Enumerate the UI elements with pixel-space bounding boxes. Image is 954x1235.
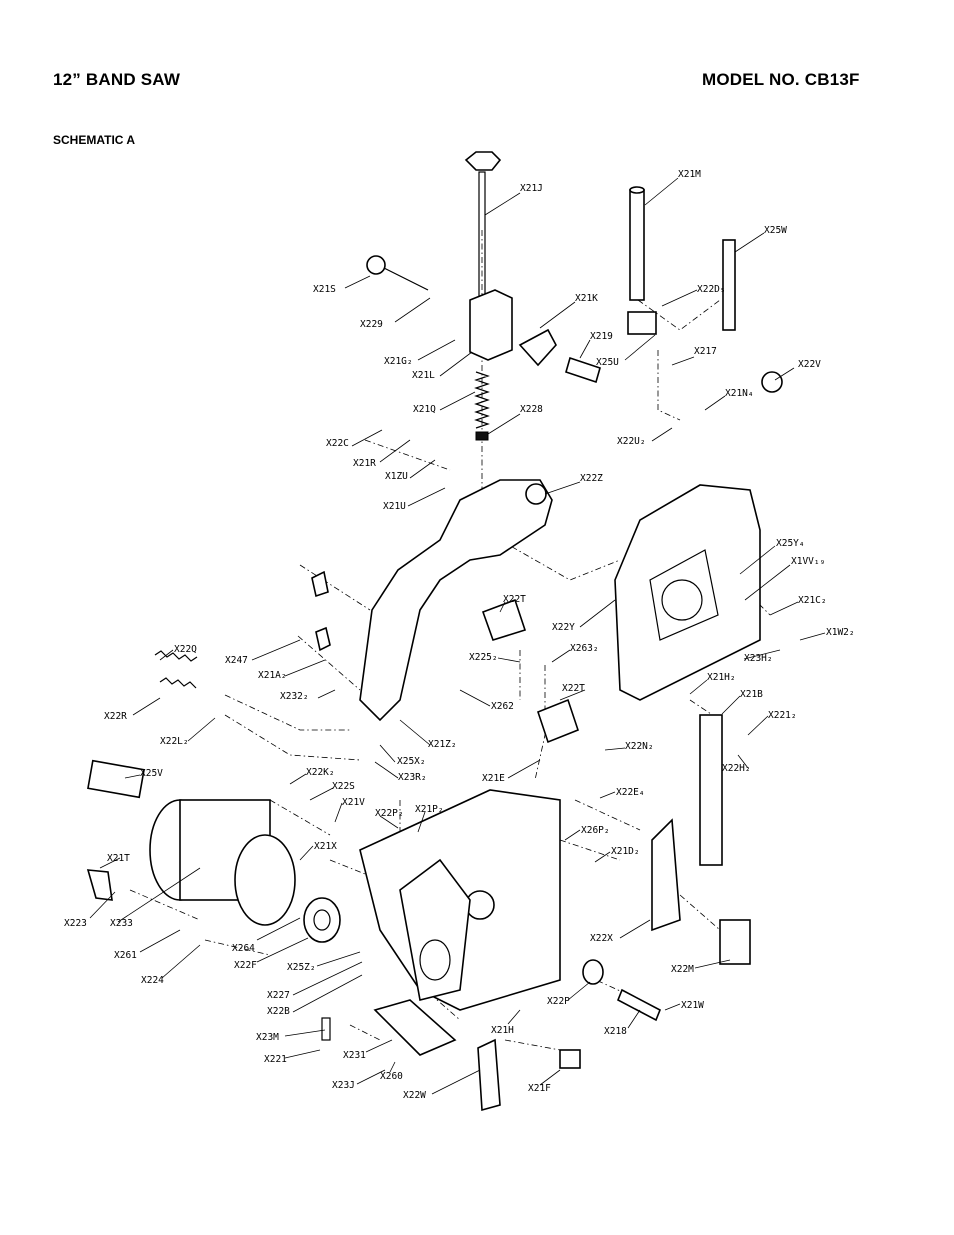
callout-x21d2: X21D₂: [611, 846, 640, 857]
blade-guard: [699, 714, 723, 866]
callout-x22z: X22Z: [580, 473, 603, 484]
callout-x26p2: X26P₂: [581, 825, 610, 836]
callout-x262: X262: [491, 701, 514, 712]
callout-x22d5: X22D₅: [697, 284, 726, 295]
callout-x22r: X22R: [104, 711, 127, 722]
callout-x233: X233: [110, 918, 133, 929]
callout-x21g2: X21G₂: [384, 356, 413, 367]
callout-x263-2: X263₂: [570, 643, 599, 654]
callout-x232-2: X232₂: [280, 691, 309, 702]
callout-x22s: X22S: [332, 781, 355, 792]
callout-x231: X231: [343, 1050, 366, 1061]
threaded-rod: [478, 171, 486, 313]
callout-x22v: X22V: [798, 359, 821, 370]
parts: [86, 151, 783, 1112]
callout-x21z2: X21Z₂: [428, 739, 457, 750]
callout-x22c: X22C: [326, 438, 349, 449]
callout-x21w: X21W: [681, 1000, 704, 1011]
callout-x25y4: X25Y₄: [776, 538, 805, 549]
callout-x21m: X21M: [678, 169, 701, 180]
callout-x217: X217: [694, 346, 717, 357]
callout-x21f: X21F: [528, 1083, 551, 1094]
callout-x247: X247: [225, 655, 248, 666]
callout-x22h2: X22H₂: [722, 763, 751, 774]
callout-x227: X227: [267, 990, 290, 1001]
callout-x1w22: X1W2₂: [826, 627, 855, 638]
callout-x21r: X21R: [353, 458, 376, 469]
callout-x219: X219: [590, 331, 613, 342]
callout-x25w: X25W: [764, 225, 787, 236]
callout-x23m: X23M: [256, 1032, 279, 1043]
callout-x22w: X22W: [403, 1090, 426, 1101]
callout-x22p2: X22P₂: [375, 808, 404, 819]
callout-x224: X224: [141, 975, 164, 986]
callout-x22y: X22Y: [552, 622, 575, 633]
motor-pulley: [303, 897, 341, 943]
callout-x22t: X22T: [562, 683, 585, 694]
callout-x25v: X25V: [140, 768, 163, 779]
callout-x22m: X22M: [671, 964, 694, 975]
callout-x21c2: X21C₂: [798, 595, 827, 606]
callout-x21k: X21K: [575, 293, 598, 304]
callout-x21e: X21E: [482, 773, 505, 784]
callout-x22k2: X22K₂: [306, 767, 335, 778]
callout-x21t: X21T: [107, 853, 130, 864]
callout-x21n4: X21N₄: [725, 388, 754, 399]
callout-x221-2: X221₂: [768, 710, 797, 721]
callout-x1vv19: X1VV₁₉: [791, 556, 825, 567]
callout-x21j: X21J: [520, 183, 543, 194]
callout-x264: X264: [232, 943, 255, 954]
callout-x22f: X22F: [234, 960, 257, 971]
callout-x25x2: X25X₂: [397, 756, 426, 767]
callout-x22b: X22B: [267, 1006, 290, 1017]
tension-knob: [464, 151, 502, 171]
callout-x21q: X21Q: [413, 404, 436, 415]
callout-x21p2: X21P₂: [415, 804, 444, 815]
callout-x22u2: X22U₂: [617, 436, 646, 447]
callout-x23r2: X23R₂: [398, 772, 427, 783]
callout-x21v: X21V: [342, 797, 365, 808]
callout-x21h2: X21H₂: [707, 672, 736, 683]
callout-x21u: X21U: [383, 501, 406, 512]
callout-labels: X21J X21M X25W X21S X229 X21K X22D₅ X219…: [64, 169, 855, 1101]
adjust-knob: [366, 255, 386, 275]
callout-x228: X228: [520, 404, 543, 415]
callout-x23j: X23J: [332, 1080, 355, 1091]
upper-wheel-cover: [614, 484, 761, 701]
tension-spring: [474, 371, 490, 429]
callout-x22q: X22Q: [174, 644, 197, 655]
callout-x21l: X21L: [412, 370, 435, 381]
callout-x225-2: X225₂: [469, 652, 498, 663]
motor-label-plate: [87, 759, 145, 799]
callout-x22n2: X22N₂: [625, 741, 654, 752]
callout-x229: X229: [360, 319, 383, 330]
callout-x22x: X22X: [590, 933, 613, 944]
guide-post: [629, 189, 645, 301]
callout-x25z2: X25Z₂: [287, 962, 316, 973]
callout-x21h: X21H: [491, 1025, 514, 1036]
callout-x1zu: X1ZU: [385, 471, 408, 482]
callout-x22l2: X22L₂: [160, 736, 189, 747]
callout-x21x: X21X: [314, 841, 337, 852]
callout-x23h2: X23H₂: [744, 653, 773, 664]
tension-block: [469, 289, 513, 361]
leader-lines: [89, 177, 826, 1095]
callout-x22t-top: X22T: [503, 594, 526, 605]
page-title-left: 12” BAND SAW: [53, 70, 181, 89]
callout-x221: X221: [264, 1054, 287, 1065]
callout-x260: X260: [380, 1071, 403, 1082]
bracket-plate: [722, 239, 736, 331]
callout-x21b: X21B: [740, 689, 763, 700]
callout-x21a2: X21A₂: [258, 670, 287, 681]
callout-x223: X223: [64, 918, 87, 929]
callout-x22e4: X22E₄: [616, 787, 645, 798]
model-number-title: MODEL NO. CB13F: [702, 70, 860, 89]
callout-x21s: X21S: [313, 284, 336, 295]
callout-x218: X218: [604, 1026, 627, 1037]
callout-x261: X261: [114, 950, 137, 961]
schematic-label: SCHEMATIC A: [53, 133, 135, 147]
callout-x25u: X25U: [596, 357, 619, 368]
callout-x22p: X22P: [547, 996, 570, 1007]
